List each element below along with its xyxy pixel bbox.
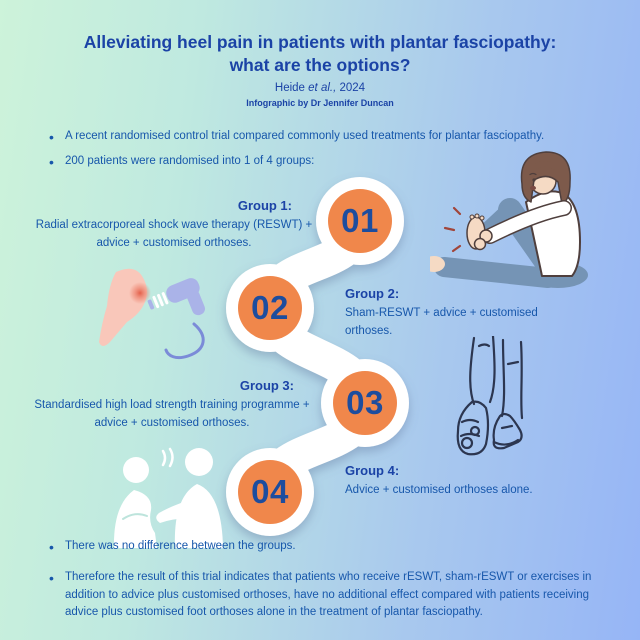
group-1-block: Group 1: Radial extracorporeal shock wav… <box>28 198 320 253</box>
group-2-heading: Group 2: <box>345 286 400 301</box>
shockwave-device-illustration <box>99 268 205 360</box>
group-3-number-badge: 03 <box>333 371 397 435</box>
group-1-description: Radial extracorporeal shock wave therapy… <box>35 219 313 249</box>
group-3-description: Standardised high load strength training… <box>34 399 310 429</box>
group-2-block: Group 2: Sham-RESWT + advice + customise… <box>345 286 567 341</box>
citation-author: Heide <box>274 82 309 94</box>
page-title: Alleviating heel pain in patients with p… <box>0 31 640 77</box>
advice-consultation-illustration <box>113 447 223 548</box>
group-4-block: Group 4: Advice + customised orthoses al… <box>345 463 580 500</box>
group-4-description: Advice + customised orthoses alone. <box>345 484 533 496</box>
page-title-line1: Alleviating heel pain in patients with p… <box>83 32 557 52</box>
conclusion-bullet-1: There was no difference between the grou… <box>48 537 606 558</box>
intro-bullet-list: A recent randomised control trial compar… <box>48 127 606 179</box>
calf-training-legs-illustration <box>456 336 524 456</box>
group-3-heading: Group 3: <box>239 378 294 393</box>
credit-line: Infographic by Dr Jennifer Duncan <box>246 98 394 108</box>
conclusion-bullet-list: There was no difference between the grou… <box>48 537 606 635</box>
group-1-number-badge: 01 <box>328 189 392 253</box>
intro-bullet-1: A recent randomised control trial compar… <box>48 127 606 148</box>
group-3-block: Group 3: Standardised high load strength… <box>22 378 322 433</box>
group-1-heading: Group 1: <box>237 198 292 213</box>
group-4-heading: Group 4: <box>345 463 400 478</box>
page-title-line2: what are the options? <box>229 55 411 75</box>
heel-pain-patient-illustration <box>430 151 588 288</box>
intro-bullet-2: 200 patients were randomised into 1 of 4… <box>48 152 606 173</box>
citation-line: Heide et al., 2024 <box>0 82 640 94</box>
conclusion-bullet-2: Therefore the result of this trial indic… <box>48 568 606 622</box>
group-2-description: Sham-RESWT + advice + customised orthose… <box>345 307 538 337</box>
citation-year: 2024 <box>336 82 366 94</box>
group-2-number-badge: 02 <box>238 276 302 340</box>
citation-etal: et al., <box>308 82 337 94</box>
group-4-number-badge: 04 <box>238 460 302 524</box>
